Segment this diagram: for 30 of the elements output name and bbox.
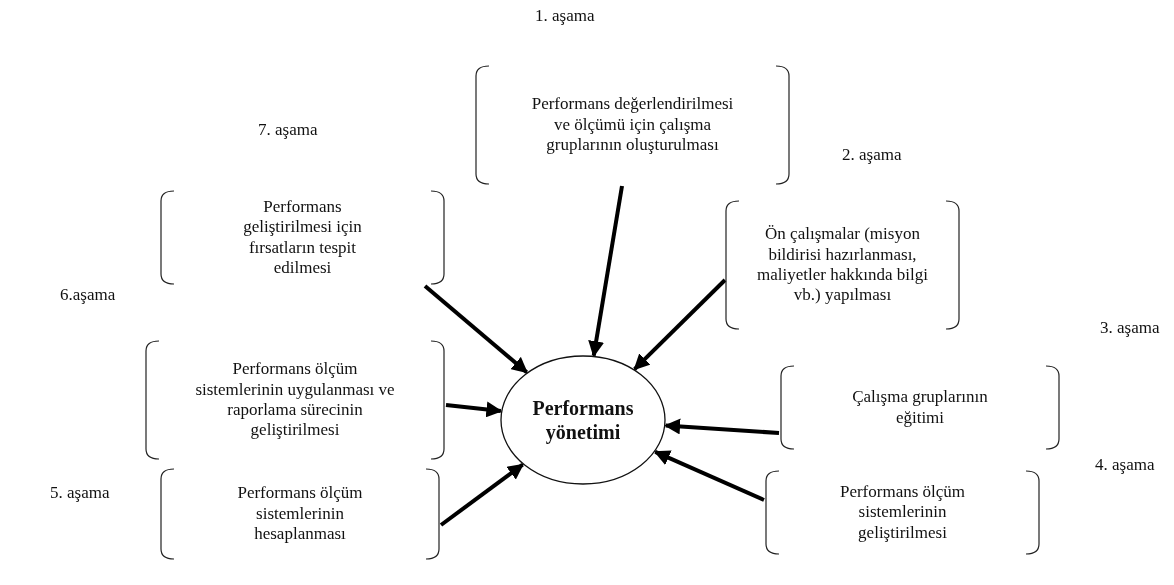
stage-label: 4. aşama [1095,455,1155,475]
node-title: Performans yönetimi [531,396,635,444]
bracketed-box [725,200,960,330]
bracketed-box [145,340,445,460]
step-text: Performans ölçüm sistemlerinin hesaplanması [236,483,364,545]
bracketed-box [475,65,790,185]
bracketed-box [160,190,445,285]
step-text: Performans değerlendirilmesi ve ölçümü için çalışma gruplarının oluşturulması [530,94,735,156]
step-text: Çalışma gruplarının eğitimi [852,387,988,428]
stage-label: 1. aşama [535,6,595,26]
arrow [439,463,524,527]
step-text: Performans geliştirilmesi için fırsatların tespit edilmesi [242,196,363,279]
stage-label: 7. aşama [258,120,318,140]
step-text: Performans ölçüm sistemlerinin uygulanması ve raporlama sürecinin geliştirilmesi [195,359,395,441]
arrow [653,450,765,502]
stage-label: 3. aşama [1100,318,1160,338]
arrow [445,401,503,418]
stage-label: 2. aşama [842,145,902,165]
stage-label: 5. aşama [50,483,110,503]
stage-label: 6.aşama [60,285,116,305]
bracketed-box [765,470,1040,555]
ellipse-node [500,355,666,485]
arrow [423,284,528,374]
arrow [633,278,727,371]
arrow [664,418,780,435]
arrow [588,185,624,358]
step-text: Performans ölçüm sistemlerinin geliştirilmesi [838,481,967,544]
step-text: Ön çalışmalar (misyon bildirisi hazırlanması, maliyetler hakkında bilgi vb.) yapılması [756,224,929,306]
bracketed-box [780,365,1060,450]
bracketed-box [160,468,440,560]
